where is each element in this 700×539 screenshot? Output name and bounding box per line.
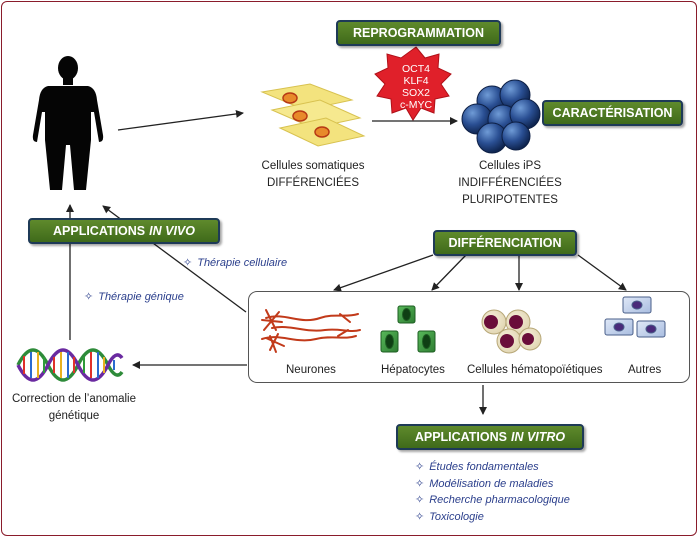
- somatic-caption-line1: Cellules somatiques: [261, 160, 365, 172]
- cell-type-neurones: Neurones: [286, 364, 336, 376]
- therapie-genique-label: ✧ Thérapie génique: [84, 290, 184, 303]
- in-vitro-applications-list: ✧ Études fondamentales ✧ Modélisation de m…: [415, 459, 570, 525]
- other-cells-icon: [604, 296, 666, 338]
- arrow-human-to-somatic: [117, 109, 244, 131]
- factor-oct4: OCT4: [401, 63, 430, 75]
- sparkle-icon: ✧: [415, 461, 425, 473]
- vitro-item-text: Toxicologie: [429, 510, 484, 523]
- reprogrammation-box: REPROGRAMMATION: [336, 20, 501, 46]
- transcription-factors-starburst: [374, 46, 452, 121]
- correction-caption-line2: génétique: [48, 410, 100, 422]
- caracterisation-label: CARACTÉRISATION: [552, 106, 673, 120]
- ips-caption-line3: PLURIPOTENTES: [462, 194, 558, 206]
- neurons-icon: [261, 309, 361, 353]
- ips-caption-line2: INDIFFÉRENCIÉES: [458, 177, 562, 189]
- vitro-item: ✧ Toxicologie: [415, 509, 570, 526]
- somatic-caption-line2: DIFFÉRENCIÉES: [266, 177, 359, 189]
- vitro-item: ✧ Modélisation de maladies: [415, 476, 570, 493]
- sparkle-icon: ✧: [415, 510, 425, 523]
- therapie-cellulaire-text: Thérapie cellulaire: [197, 257, 288, 269]
- ips-cells-caption: Cellules iPS INDIFFÉRENCIÉES PLURIPOTENT…: [440, 158, 580, 209]
- sparkle-icon: ✧: [415, 477, 425, 490]
- in-vivo-prefix: APPLICATIONS: [53, 224, 146, 238]
- correction-caption-line1: Correction de l’anomalie: [11, 393, 136, 405]
- somatic-cells-icon: [260, 83, 366, 147]
- transcription-factors-list: OCT4 KLF4 SOX2 c-MYC: [389, 63, 443, 111]
- dna-helix-icon: [16, 348, 124, 382]
- hepatocytes-icon: [380, 305, 436, 353]
- factor-cmyc: c-MYC: [399, 99, 433, 111]
- reprogrammation-label: REPROGRAMMATION: [352, 26, 484, 40]
- arrow-diff-hepatocytes: [431, 254, 467, 291]
- caracterisation-box: CARACTÉRISATION: [542, 100, 683, 126]
- cell-type-autres: Autres: [628, 364, 662, 376]
- vitro-item: ✧ Recherche pharmacologique: [415, 492, 570, 509]
- in-vitro-prefix: APPLICATIONS: [414, 430, 507, 444]
- therapie-genique-text: Thérapie génique: [98, 291, 184, 303]
- correction-caption: Correction de l’anomalie génétique: [4, 391, 144, 425]
- cell-type-hematopoietiques: Cellules hématopoïétiques: [467, 364, 603, 376]
- differentiated-cells-box: [248, 291, 690, 383]
- differenciation-label: DIFFÉRENCIATION: [448, 236, 562, 250]
- hematopoietic-cells-icon: [481, 309, 542, 354]
- factor-sox2: SOX2: [401, 87, 430, 99]
- ips-caption-line1: Cellules iPS: [479, 160, 541, 172]
- cell-type-hepatocytes: Hépatocytes: [381, 364, 445, 376]
- arrow-diff-neurones: [333, 254, 434, 292]
- vitro-item: ✧ Études fondamentales: [415, 459, 570, 476]
- somatic-cells-caption: Cellules somatiques DIFFÉRENCIÉES: [248, 158, 378, 192]
- vitro-item-text: Recherche pharmacologique: [429, 494, 570, 506]
- vitro-item-text: Modélisation de maladies: [429, 477, 554, 490]
- flow-arrows: [66, 109, 627, 415]
- in-vivo-emphasis: IN VIVO: [149, 224, 195, 238]
- factor-klf4: KLF4: [403, 75, 429, 87]
- human-silhouette-icon: [32, 56, 104, 190]
- sparkle-icon: ✧: [415, 494, 425, 506]
- therapie-cellulaire-label: ✧ Thérapie cellulaire: [183, 256, 287, 269]
- ips-cells-icon: [461, 79, 541, 154]
- vitro-item-text: Études fondamentales: [429, 461, 539, 473]
- arrow-diff-autres: [577, 254, 627, 291]
- differenciation-box: DIFFÉRENCIATION: [433, 230, 577, 256]
- in-vitro-emphasis: IN VITRO: [510, 430, 566, 444]
- sparkle-icon: ✧: [84, 291, 94, 303]
- sparkle-icon: ✧: [183, 257, 193, 269]
